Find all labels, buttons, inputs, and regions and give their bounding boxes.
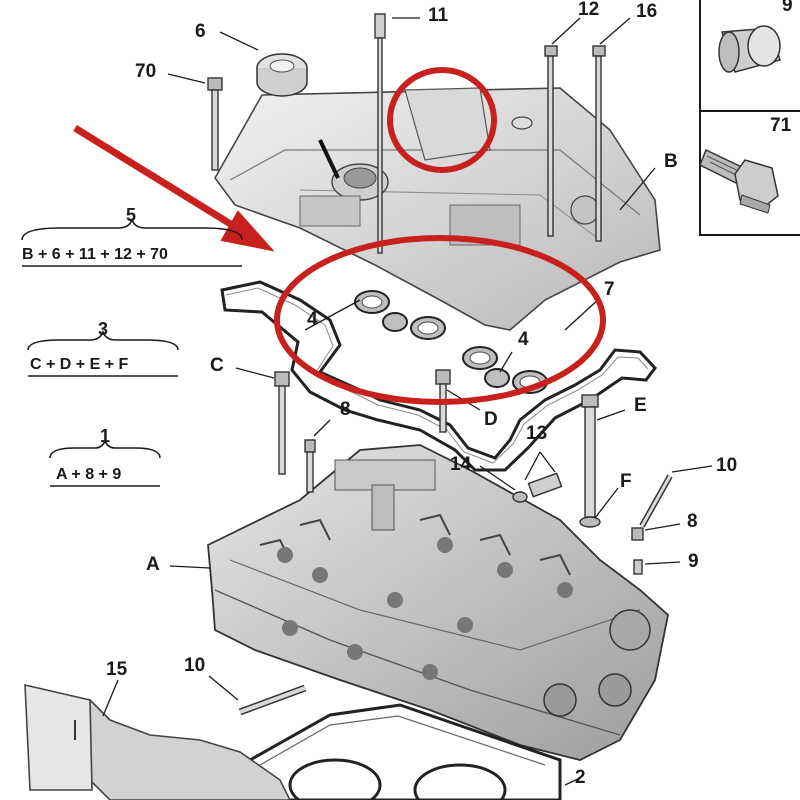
kit-3-formula: C + D + E + F: [30, 356, 129, 373]
callout-14: 14: [450, 454, 472, 475]
callout-8-mid: 8: [340, 399, 351, 420]
leader-lines: [102, 17, 713, 786]
callout-c: C: [210, 355, 224, 376]
callout-70: 70: [135, 61, 157, 82]
callout-16: 16: [636, 1, 658, 22]
callout-11: 11: [428, 5, 449, 26]
callout-7: 7: [604, 279, 615, 300]
oil-cap-part: [256, 53, 308, 97]
callout-f: F: [620, 471, 632, 492]
callout-10-upper: 10: [716, 455, 738, 476]
callout-2: 2: [575, 767, 586, 788]
heat-shield-part: [24, 683, 291, 800]
callout-12: 12: [578, 0, 600, 20]
callout-e: E: [634, 395, 647, 416]
kit-1-number: 1: [100, 426, 111, 446]
callout-6: 6: [195, 21, 206, 42]
head-gasket-part: [248, 703, 562, 800]
kit-underlines: [22, 265, 242, 487]
plug-9-part: [718, 25, 781, 73]
callout-13: 13: [526, 423, 548, 444]
kit-3-number: 3: [98, 319, 109, 339]
kit-braces: [21, 218, 243, 459]
callout-9-inset: 9: [782, 0, 793, 16]
highlight-markings: [73, 67, 606, 405]
kit-5-formula: B + 6 + 11 + 12 + 70: [22, 246, 168, 263]
callout-4-right: 4: [518, 329, 529, 350]
callout-a: A: [146, 554, 160, 575]
kit-5-number: 5: [126, 205, 137, 225]
cylinder-head-part: [207, 444, 669, 761]
kit-1-formula: A + 8 + 9: [56, 466, 122, 483]
callout-4-left: 4: [307, 309, 318, 330]
callout-9-right: 9: [688, 551, 699, 572]
callout-10-lower: 10: [184, 655, 206, 676]
fasteners: [207, 13, 673, 716]
callout-8-right: 8: [687, 511, 698, 532]
bolt-71-part: [699, 148, 779, 214]
callout-71-inset: 71: [770, 115, 792, 136]
callout-15: 15: [106, 659, 128, 680]
callout-b: B: [664, 151, 678, 172]
callout-d: D: [484, 409, 498, 430]
